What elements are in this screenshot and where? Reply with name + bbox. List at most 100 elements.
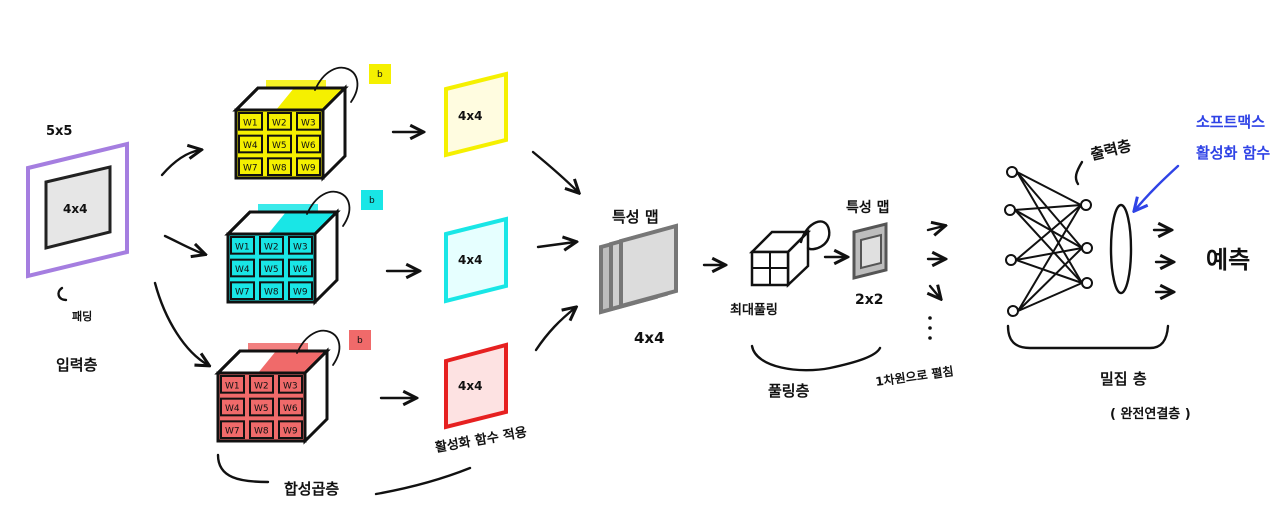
bias-tag: [361, 190, 383, 210]
input-inner-label: 4x4: [63, 202, 87, 216]
weight-cell: W5: [259, 258, 284, 278]
conv-layer-label: 합성곱층: [284, 480, 339, 498]
output-layer-pointer: [1074, 160, 1084, 186]
weight-label: W5: [254, 404, 269, 414]
feature-map-size: 4x4: [634, 329, 665, 347]
input-neuron: [1004, 204, 1016, 216]
kernel-front-face: [234, 108, 325, 180]
input-size-label: 5x5: [46, 124, 72, 139]
weight-cell: W3: [278, 375, 303, 394]
dense-bracket: [1006, 324, 1170, 350]
feature-map-stack: 특성 맵 4x4: [599, 208, 678, 347]
weight-label: W2: [272, 118, 287, 128]
weight-label: W3: [283, 381, 298, 391]
bias-loop: [296, 329, 341, 366]
conv-output-cyan: 4x4: [444, 216, 508, 304]
weight-label: W5: [264, 265, 279, 275]
softmax-ellipse: [1109, 203, 1133, 295]
softmax-label-line-1: 소프트맥스: [1196, 113, 1265, 131]
weight-label: W7: [225, 427, 240, 437]
dense-layer-label: 밀집 층: [1100, 370, 1147, 388]
weight-cell: W1: [220, 375, 245, 394]
weight-box: [220, 397, 245, 417]
weight-cell: W6: [278, 397, 303, 417]
bias-tag: [349, 330, 371, 350]
weight-box: [230, 258, 255, 278]
padding-pointer: [57, 286, 68, 302]
weight-cell: W9: [278, 420, 303, 440]
pooled-map-inner: [860, 233, 882, 270]
flatten-ellipsis: [928, 316, 932, 340]
pooled-map: 특성 맵 2x2: [846, 199, 890, 308]
weight-box: [296, 134, 321, 154]
weight-label: W9: [283, 427, 298, 437]
feature-map-layer-3: [619, 223, 678, 309]
weight-box: [238, 112, 263, 131]
dense-connection: [1016, 171, 1083, 284]
weight-label: W9: [301, 164, 316, 174]
weight-cell: W3: [296, 112, 321, 131]
flatten-label: 1차원으로 펼침: [874, 363, 954, 389]
weight-cell: W5: [267, 134, 292, 154]
dense-connection: [1015, 259, 1083, 284]
conv-output-yellow: 4x4: [444, 71, 508, 158]
input-neuron: [1007, 305, 1019, 317]
weight-cell: W6: [288, 258, 313, 278]
weight-cell: W2: [249, 375, 274, 394]
weight-box: [288, 236, 313, 255]
weight-cell: W4: [238, 134, 263, 154]
weight-cell: W8: [259, 281, 284, 301]
weight-cell: W1: [238, 112, 263, 131]
weight-cell: W2: [259, 236, 284, 255]
weight-cell: W8: [249, 420, 274, 440]
weight-label: W9: [293, 288, 308, 298]
pooled-map-title: 특성 맵: [846, 199, 890, 216]
output-map-cyan: [444, 216, 508, 304]
weight-box: [220, 420, 245, 440]
weight-box: [288, 258, 313, 278]
pooling-layer-label: 풀링층: [768, 382, 810, 400]
weight-box: [249, 397, 274, 417]
input-layer-label: 입력층: [56, 356, 98, 374]
dense-connection: [1016, 171, 1083, 249]
dense-connection: [1016, 171, 1082, 206]
arrow-cyan-to-feature: [536, 242, 575, 247]
weight-cell: W3: [288, 236, 313, 255]
dense-connection: [1015, 247, 1083, 261]
weight-cell: W2: [267, 112, 292, 131]
weight-box: [267, 112, 292, 131]
arrow-red-to-feature: [534, 308, 575, 352]
max-pool-label: 최대풀링: [730, 303, 778, 318]
output-layer-label: 출력층: [1089, 136, 1134, 164]
weight-box: [267, 134, 292, 154]
bias-tag: [369, 64, 391, 84]
weight-cell: W1: [230, 236, 255, 255]
weight-label: W3: [293, 242, 308, 252]
bias-loop: [314, 66, 359, 103]
ellipsis-dot: [928, 316, 932, 320]
pooling-bracket: [750, 344, 882, 372]
activation-underline: [374, 466, 472, 496]
weight-label: W4: [243, 141, 258, 151]
pooled-map-size: 2x2: [855, 292, 884, 308]
weight-box: [278, 420, 303, 440]
weight-box: [230, 236, 255, 255]
padding-label: 패딩: [72, 309, 92, 323]
dense-connection: [1017, 204, 1082, 312]
weight-box: [249, 420, 274, 440]
output-label-yellow: 4x4: [458, 109, 482, 123]
weight-box: [238, 134, 263, 154]
dense-network: [1004, 166, 1093, 317]
input-neuron: [1006, 166, 1018, 178]
weight-box: [278, 375, 303, 394]
bias-label: b: [377, 70, 383, 80]
weight-label: W8: [254, 427, 269, 437]
weight-box: [296, 112, 321, 131]
softmax-label-line-2: 활성화 함수: [1196, 144, 1270, 162]
weight-label: W8: [272, 164, 287, 174]
dense-connection: [1014, 204, 1082, 211]
weight-label: W7: [235, 288, 250, 298]
